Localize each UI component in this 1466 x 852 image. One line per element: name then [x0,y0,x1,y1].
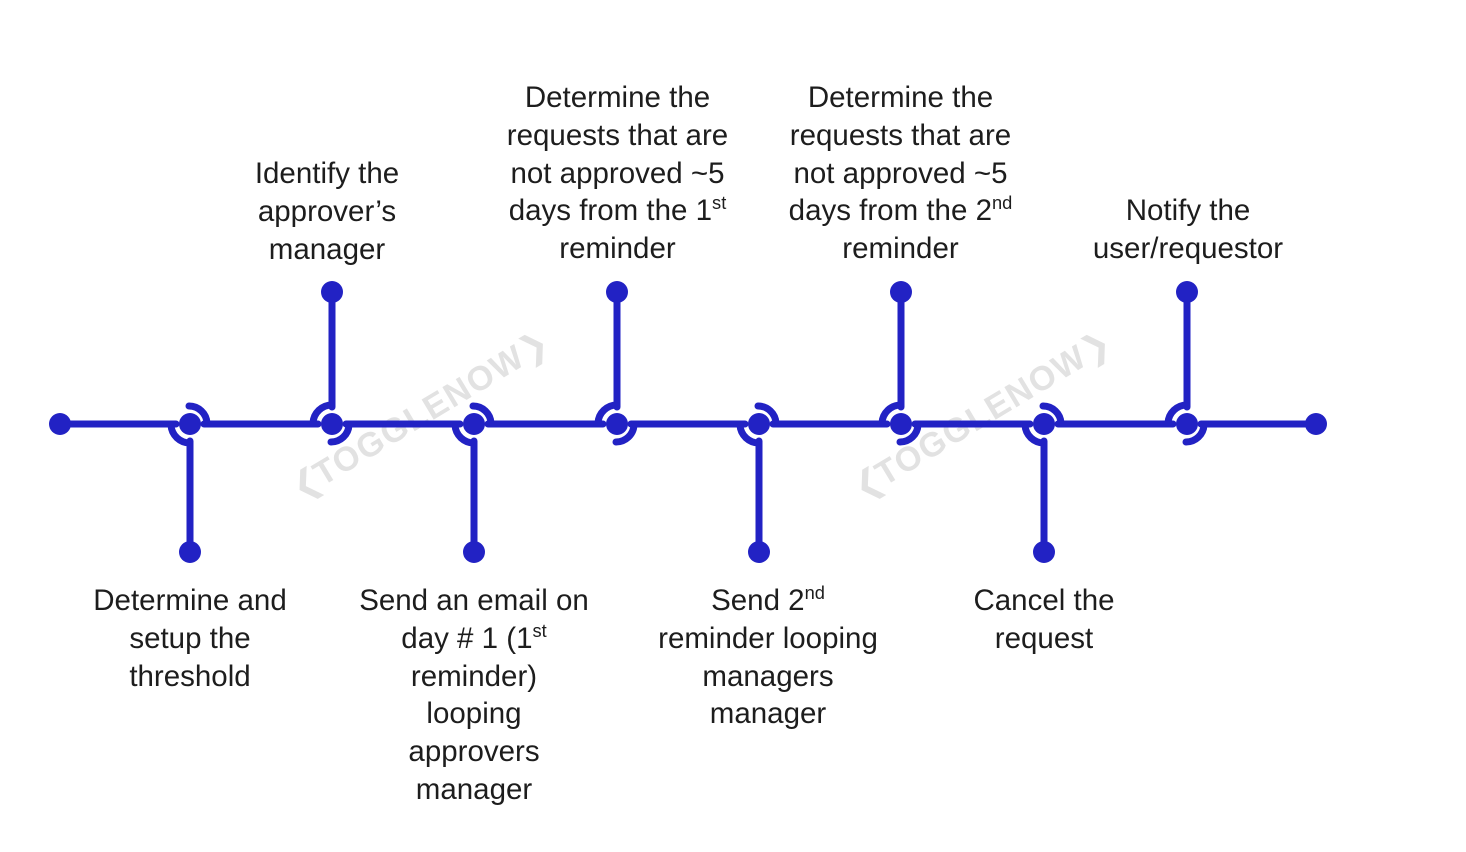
node-hook-lower [896,421,922,446]
label-line: approvers [408,735,540,768]
label-line: Identify the [254,157,400,190]
label-line: threshold [129,659,251,693]
timeline-node-layer [49,281,1327,563]
branch-end-dot [748,541,770,563]
ordinal-suffix: nd [804,582,825,604]
node-hook-lower [1182,421,1208,446]
timeline-node-6 [878,281,922,446]
label-line: requests that are [506,118,729,152]
ordinal-suffix: nd [991,192,1013,214]
label-line: reminder [842,232,959,265]
label-line: Determine the [524,81,711,114]
node-hook-upper [469,402,495,427]
timeline-end-dot [1305,413,1327,435]
branch-end-dot [890,281,912,303]
label-line: approver’s [257,194,397,228]
label-line: looping [426,697,522,731]
label-line: user/requestor [1092,231,1284,265]
label-line: reminder [559,232,676,265]
branch-end-dot [463,541,485,563]
node-hook-lower [327,421,353,446]
branch-end-dot [1033,541,1055,563]
node-hook-upper [185,402,211,427]
timeline-node-2 [309,281,353,446]
branch-end-dot [321,281,343,303]
step-label-determine-unapproved-after-first-reminder: Determine the requests that are not approv… [470,79,765,268]
timeline-node-dot [606,413,628,435]
timeline-node-dot [321,413,343,435]
timeline-node-dot [748,413,770,435]
label-line: manager [268,232,386,266]
ordinal-suffix: st [712,192,727,214]
ordinal-suffix: st [532,619,547,641]
branch-end-dot [1176,281,1198,303]
timeline-node-3 [451,402,495,563]
label-line: managers [702,659,834,693]
branch-end-dot [179,541,201,563]
label-line: day # 1 (1st [401,619,547,655]
timeline-node-dot [463,413,485,435]
label-line: reminder looping [658,621,878,655]
step-label-send-second-reminder: Send 2nd reminder looping managers manager [633,582,903,733]
step-label-determine-unapproved-after-second-reminder: Determine the requests that are not approv… [753,79,1048,268]
step-label-determine-setup-threshold: Determine and setup the threshold [45,582,335,695]
timeline-node-8 [1164,281,1208,446]
timeline-node-1 [167,402,211,563]
label-line: days from the 1st [508,192,727,228]
label-line: Send 2nd [711,582,825,617]
timeline-node-dot [179,413,201,435]
label-line: Send an email on [359,584,589,617]
label-line: not approved ~5 [510,156,725,190]
timeline-node-4 [594,281,638,446]
label-line: Notify the [1125,194,1251,227]
label-line: manager [709,697,827,731]
watermark-left-text: TOGGLENOW [307,338,532,494]
label-line: days from the 2nd [788,192,1013,228]
timeline-node-dot [1033,413,1055,435]
label-line: setup the [129,621,251,655]
step-label-identify-approvers-manager: Identify the approver’s manager [212,155,442,268]
node-hook-upper [754,402,780,427]
timeline-start-dot [49,413,71,435]
node-hook-upper [1039,402,1065,427]
step-label-cancel-the-request: Cancel the request [930,582,1158,658]
branch-end-dot [606,281,628,303]
label-line: Determine and [93,584,287,617]
label-line: requests that are [789,118,1012,152]
node-hook-lower [612,421,638,446]
label-line: Determine the [807,81,994,114]
label-line: manager [415,772,533,806]
label-line: request [994,621,1094,655]
label-line: Cancel the [973,584,1115,617]
label-line: not approved ~5 [793,156,1008,190]
step-label-notify-user-requestor: Notify the user/requestor [1048,192,1328,268]
timeline-node-7 [1021,402,1065,563]
timeline-node-dot [1176,413,1198,435]
label-line: reminder) [410,659,538,693]
timeline-node-5 [736,402,780,563]
timeline-node-dot [890,413,912,435]
